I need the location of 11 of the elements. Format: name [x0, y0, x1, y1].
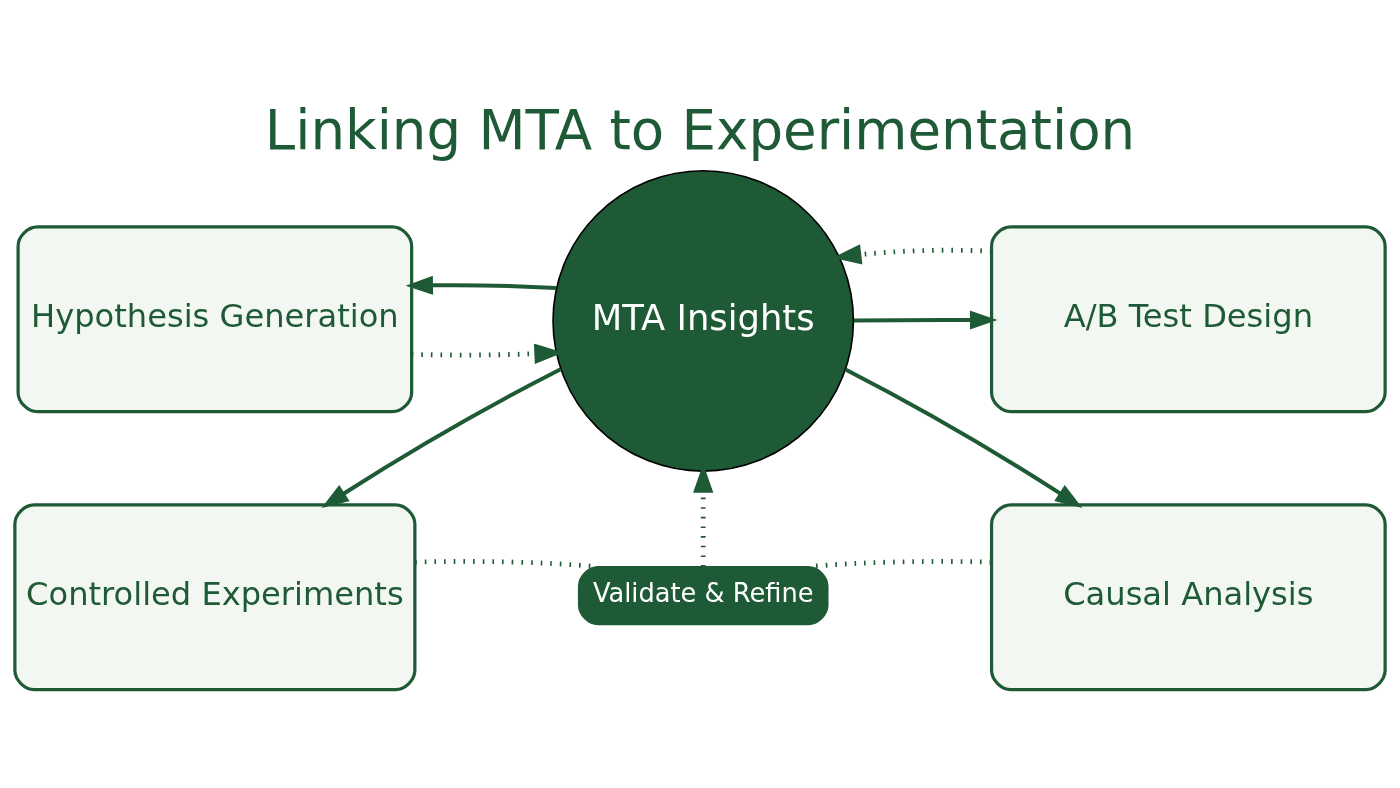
arrow — [405, 275, 557, 295]
node-box: A/B Test Design — [989, 225, 1387, 414]
arrow — [844, 367, 1083, 508]
diagram-title: Linking MTA to Experimentation — [264, 97, 1136, 162]
arrow — [854, 310, 998, 330]
node-box: Validate & Refine — [577, 565, 829, 626]
node-circle: MTA Insights — [552, 169, 855, 472]
node-box: Causal Analysis — [989, 503, 1387, 692]
node-box: Hypothesis Generation — [16, 225, 414, 414]
node-box: Controlled Experiments — [13, 503, 417, 692]
arrow — [321, 367, 562, 508]
